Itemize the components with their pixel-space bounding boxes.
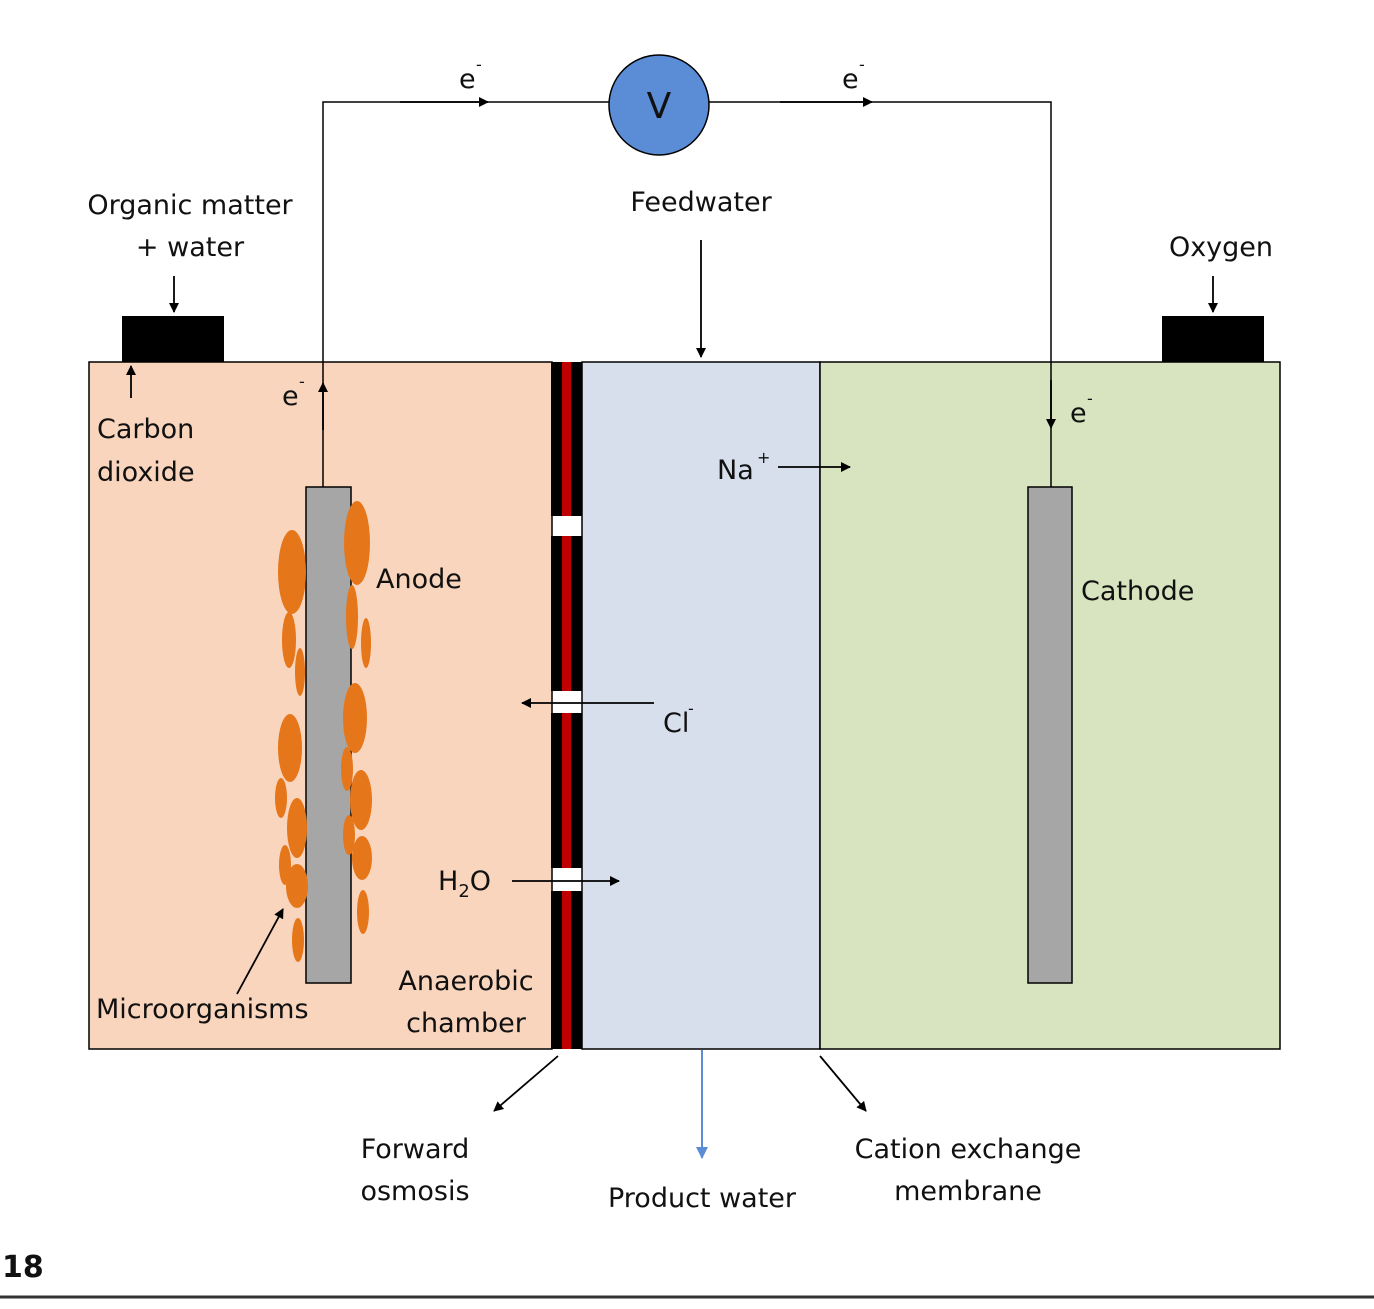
- oxygen-label: Oxygen: [1169, 232, 1273, 263]
- anode-electron-label: e: [282, 381, 299, 412]
- electron-label-right: e: [842, 64, 859, 95]
- microorganism: [350, 770, 372, 830]
- microorganism: [278, 530, 306, 614]
- cathode-electron-label: e: [1070, 398, 1087, 429]
- microorganism: [361, 618, 371, 668]
- microorganism: [346, 585, 358, 649]
- sodium-charge: +: [757, 448, 770, 467]
- cathode-electrode: [1027, 486, 1073, 984]
- inlet-port-left: [122, 316, 224, 362]
- cathode-label: Cathode: [1081, 576, 1194, 607]
- microorganism: [343, 815, 355, 855]
- microorganism: [286, 864, 308, 908]
- microorganisms-label: Microorganisms: [96, 994, 309, 1025]
- inlet-port-right: [1162, 316, 1264, 362]
- product-water-label: Product water: [608, 1183, 797, 1214]
- microorganism: [295, 648, 305, 696]
- organic-matter-label: Organic matter: [87, 190, 293, 221]
- cation-membrane-label: Cation exchange: [855, 1134, 1082, 1165]
- organic-matter-label-2: + water: [136, 232, 245, 263]
- sodium-label: Na: [717, 455, 754, 486]
- microorganism: [352, 836, 372, 880]
- microorganism: [275, 778, 287, 818]
- feedwater-label: Feedwater: [630, 187, 772, 218]
- circuit-wire-left: [322, 101, 609, 487]
- forward-osmosis-pointer: [493, 1055, 559, 1112]
- voltmeter-label: V: [647, 86, 672, 127]
- microorganism: [292, 918, 304, 962]
- microorganism: [344, 501, 370, 585]
- microorganism: [278, 714, 302, 782]
- forward-osmosis-label: Forward: [361, 1134, 470, 1165]
- microorganism-cluster: [275, 501, 372, 962]
- carbon-dioxide-label-2: dioxide: [97, 457, 195, 488]
- microorganism: [341, 747, 353, 791]
- electron-label-left: e: [459, 64, 476, 95]
- cathode-electron-charge: -: [1087, 389, 1093, 408]
- middle-chamber: [581, 361, 821, 1050]
- chloride-label: Cl: [663, 708, 689, 739]
- microorganism: [282, 612, 296, 668]
- page-number: 18: [2, 1250, 44, 1285]
- carbon-dioxide-label: Carbon: [97, 414, 194, 445]
- anaerobic-chamber-label: Anaerobic: [398, 966, 533, 997]
- anode-electrode: [305, 486, 352, 984]
- forward-osmosis-membrane: [551, 362, 582, 1049]
- microorganism: [287, 798, 307, 858]
- anode-label: Anode: [376, 564, 462, 595]
- electron-charge-right: -: [859, 55, 865, 74]
- microorganisms-pointer: [236, 908, 284, 995]
- electron-charge-left: -: [476, 55, 482, 74]
- microorganism: [343, 683, 367, 753]
- cation-membrane-pointer: [819, 1055, 867, 1112]
- anaerobic-chamber-label-2: chamber: [406, 1008, 527, 1039]
- chloride-charge: -: [688, 699, 694, 718]
- voltmeter: [608, 54, 710, 156]
- anode-electron-charge: -: [299, 372, 305, 391]
- microorganism: [357, 890, 369, 934]
- cation-membrane-label-2: membrane: [894, 1176, 1042, 1207]
- forward-osmosis-label-2: osmosis: [360, 1176, 469, 1207]
- water-label: H2O: [438, 866, 491, 902]
